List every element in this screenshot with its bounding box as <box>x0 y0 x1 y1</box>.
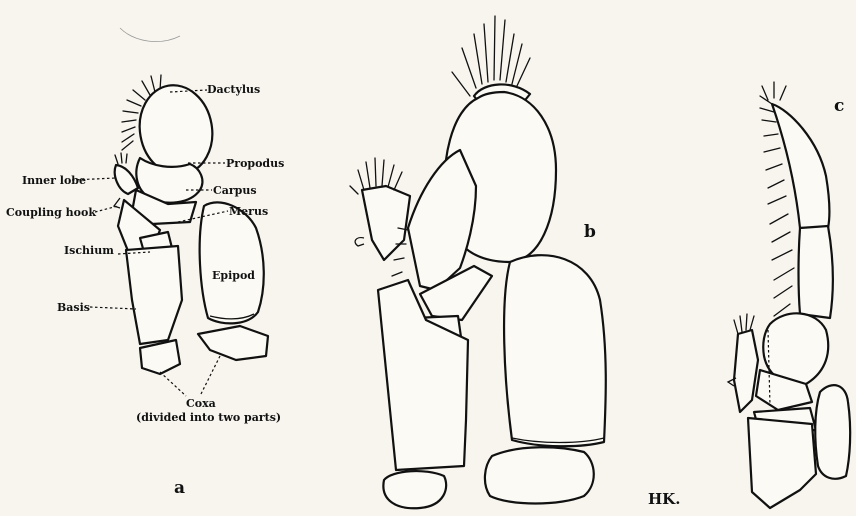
figure-b-coxa-right <box>485 447 594 503</box>
figure-b-setae <box>452 16 530 96</box>
figure-a-basis <box>126 246 182 344</box>
label-inner-lobe: Inner lobe <box>22 175 86 186</box>
figure-b-inner-lobe <box>362 186 410 260</box>
figure-c-appendage <box>728 82 850 508</box>
figure-c-basis <box>748 418 816 508</box>
label-propodus: Propodus <box>226 158 284 169</box>
figure-a-inner-lobe <box>115 165 138 194</box>
figure-a-coxa-left <box>140 340 180 374</box>
label-dactylus: Dactylus <box>207 84 260 95</box>
label-ischium: Ischium <box>64 245 114 256</box>
figure-b-appendage <box>350 16 606 508</box>
figure-a-epipod <box>200 202 264 323</box>
figure-c-epipod <box>815 385 850 479</box>
artist-signature: HK. <box>648 490 680 508</box>
label-carpus: Carpus <box>213 185 257 196</box>
panel-letter-a: a <box>174 480 185 497</box>
label-merus: Merus <box>229 206 268 217</box>
label-basis: Basis <box>57 302 90 313</box>
label-epipod: Epipod <box>212 270 255 281</box>
figure-a-coxa-right <box>198 326 268 360</box>
panel-letter-c: c <box>834 98 844 115</box>
figure-a-appendage <box>72 75 268 396</box>
figure-b-coxa-left <box>383 471 446 508</box>
figure-c-inner-lobe <box>734 330 758 412</box>
panel-letter-b: b <box>584 224 596 241</box>
figure-b-carpus <box>408 150 476 290</box>
figure-c-propodus <box>799 226 833 318</box>
label-coupling-hook: Coupling hook <box>6 207 96 218</box>
figure-b-epipod <box>504 255 606 446</box>
label-coxa: Coxa <box>186 398 216 409</box>
label-coxa-note: (divided into two parts) <box>136 412 281 423</box>
figure-c-dactylus <box>772 104 829 228</box>
